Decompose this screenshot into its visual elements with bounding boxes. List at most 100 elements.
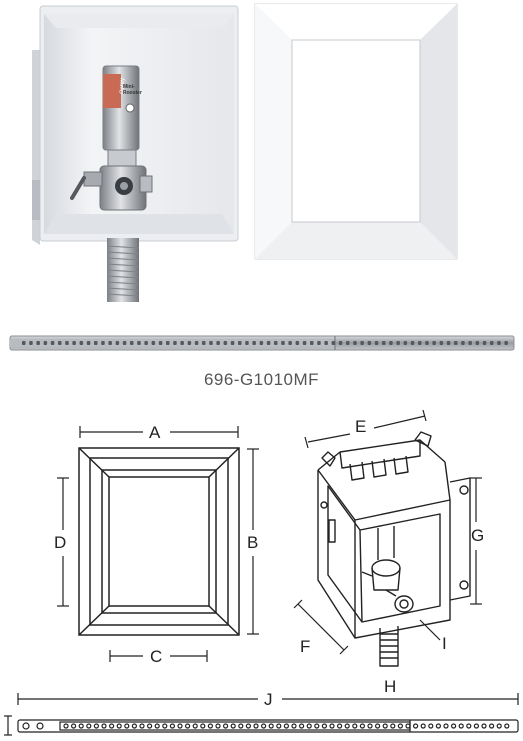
- bracket-hole: [314, 723, 320, 729]
- bracket-slot: [360, 341, 364, 345]
- bracket-slot: [209, 341, 213, 345]
- bracket-hole: [131, 723, 137, 729]
- bracket-slot: [79, 341, 84, 345]
- bracket-slot: [295, 341, 300, 345]
- bracket-hole: [420, 723, 426, 729]
- bracket-hole: [139, 723, 145, 729]
- bracket-slot: [101, 341, 105, 345]
- bracket-slot: [194, 341, 199, 345]
- bracket-hole: [382, 723, 388, 729]
- bracket-slot: [50, 341, 55, 345]
- bracket-hole: [93, 723, 100, 729]
- bracket-slot: [382, 341, 386, 345]
- bracket-slot: [346, 341, 350, 345]
- bracket-hole: [435, 723, 441, 729]
- bracket-hole: [306, 723, 312, 729]
- bracket-slot: [158, 341, 163, 345]
- bracket-hole: [268, 723, 274, 729]
- bracket-hole: [124, 723, 130, 729]
- bracket-slot: [432, 341, 436, 345]
- bracket-slots: [22, 341, 508, 345]
- bracket-slot: [274, 341, 278, 345]
- bracket-slot: [410, 341, 415, 345]
- bracket-slot: [29, 341, 33, 345]
- bracket-slot: [439, 341, 444, 345]
- bracket-slot: [482, 341, 487, 345]
- bracket-slot: [259, 341, 264, 345]
- dim-label-j: J: [264, 690, 273, 709]
- valve-label-line1: Mini-: [123, 84, 135, 90]
- bracket-slot: [108, 341, 112, 345]
- bracket-slot: [353, 341, 357, 345]
- bracket-hole: [154, 723, 160, 729]
- bracket-hole: [245, 723, 251, 729]
- bracket-slot: [367, 341, 372, 345]
- bracket-hole: [223, 723, 229, 729]
- bracket-hole: [428, 723, 434, 729]
- bracket-hole: [337, 723, 343, 729]
- bracket-slot: [43, 341, 48, 345]
- valve-label-line2: Rooster: [123, 90, 142, 96]
- bracket-hole: [367, 723, 373, 729]
- bracket-hole: [413, 723, 419, 729]
- bracket-hole: [496, 723, 502, 729]
- dim-lines-box: [293, 409, 482, 655]
- dim-label-d: D: [54, 533, 67, 552]
- bracket-hole: [397, 723, 403, 729]
- bracket-hole: [169, 723, 175, 729]
- bracket-hole: [63, 723, 69, 729]
- bracket-slot: [137, 341, 141, 345]
- bracket-slot: [396, 341, 400, 345]
- trim-frame-drawing: [78, 447, 240, 636]
- bracket-slot: [173, 341, 177, 345]
- bracket-slot: [504, 341, 508, 345]
- valve-brand-text: Oatey: [120, 78, 126, 94]
- bracket-hole: [375, 723, 381, 729]
- bracket-slot: [403, 341, 408, 345]
- bracket-slot: [216, 341, 220, 345]
- dim-lines-frame: [57, 426, 259, 662]
- bracket-hole: [299, 723, 305, 729]
- bracket-drawing: [17, 719, 519, 733]
- bracket-slot: [144, 341, 148, 345]
- bracket-hole: [291, 723, 297, 729]
- dim-lines-bracket: [4, 693, 519, 736]
- bracket-hole: [504, 723, 510, 729]
- bracket-end-hole: [36, 722, 44, 730]
- bracket-hole: [238, 723, 244, 729]
- bracket-slot: [425, 341, 429, 345]
- model-number: 696-G1010MF: [203, 370, 320, 389]
- bracket-slot: [446, 341, 451, 345]
- bracket-slot: [374, 341, 379, 345]
- bracket-hole: [192, 723, 198, 729]
- support-bracket-photo: [9, 335, 515, 351]
- dim-label-g: G: [471, 526, 485, 545]
- bracket-hole: [108, 723, 115, 729]
- outlet-box-drawing: [317, 431, 471, 667]
- bracket-slot: [238, 341, 242, 345]
- bracket-slot: [72, 341, 76, 345]
- bracket-hole: [352, 723, 358, 729]
- dim-label-i: I: [442, 634, 447, 653]
- bracket-slot: [65, 341, 69, 345]
- bracket-slot: [324, 341, 328, 345]
- bracket-hole: [481, 723, 487, 729]
- bracket-slot: [288, 341, 292, 345]
- bracket-hole: [283, 723, 289, 729]
- bracket-slot: [310, 341, 314, 345]
- bracket-hole: [458, 723, 464, 729]
- bracket-slot: [490, 341, 494, 345]
- trim-frame-photo: [254, 3, 458, 260]
- bracket-hole: [207, 723, 213, 729]
- bracket-slot: [115, 341, 120, 345]
- dim-label-c: C: [150, 647, 163, 666]
- bracket-slot: [36, 341, 40, 345]
- bracket-hole: [177, 723, 183, 729]
- bracket-hole: [200, 723, 206, 729]
- bracket-hole: [443, 723, 449, 729]
- bracket-slot: [223, 341, 228, 345]
- bracket-drawing-holes: [22, 722, 510, 730]
- bracket-slot: [266, 341, 271, 345]
- bracket-slot: [338, 341, 343, 345]
